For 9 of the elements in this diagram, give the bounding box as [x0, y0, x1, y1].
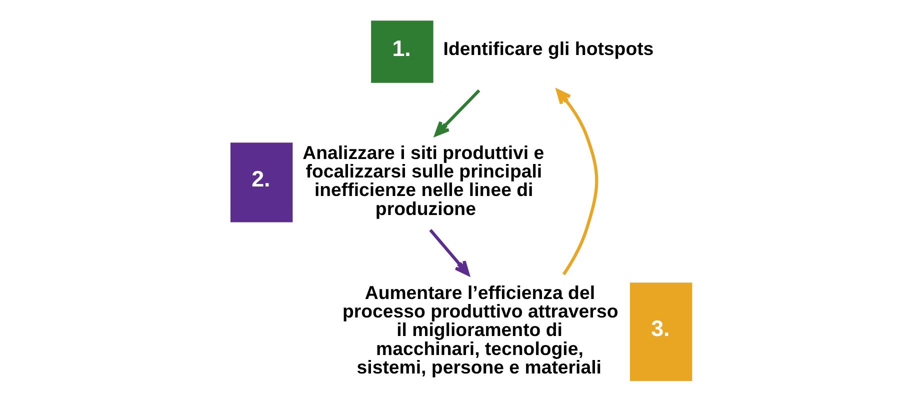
arrow	[429, 228, 470, 276]
node-label: Analizzare i siti produttivi e focalizzarsi sulle principali inefficienze nelle linee di produzione	[302, 142, 544, 219]
node-label: Aumentare l’efficienza del processo produttivo attraverso il miglioramento di macchinari, tecnologie, sistemi, persone e materiali	[342, 282, 618, 378]
node-box: 2.	[230, 142, 293, 222]
node-box: 3.	[630, 282, 692, 381]
arrow	[434, 89, 480, 136]
node-label: Identificare gli hotspots	[443, 38, 654, 59]
arrow	[556, 89, 598, 276]
node-box: 1.	[371, 20, 434, 83]
